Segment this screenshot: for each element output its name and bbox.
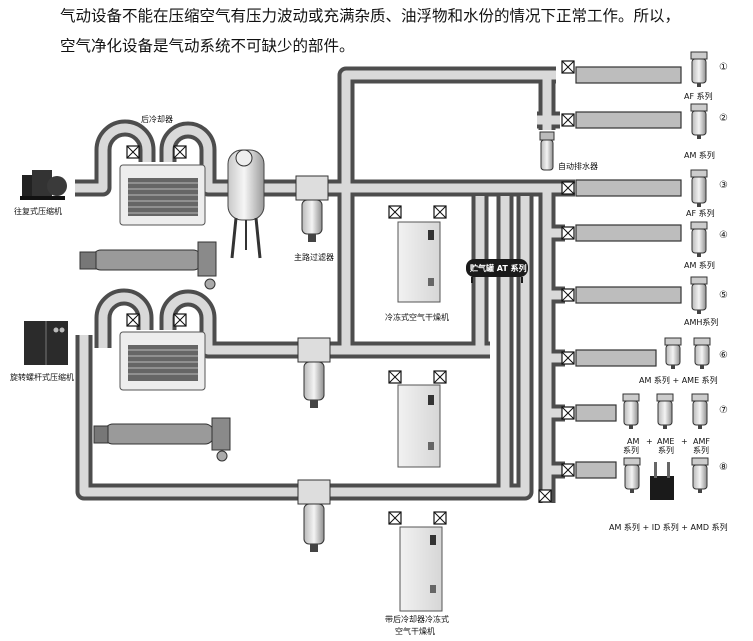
valve-icon — [561, 288, 575, 302]
refrigerated-dryer-1-icon — [397, 221, 441, 303]
outlet-7-am-sub: 系列 — [623, 445, 639, 455]
outlet-8-caption: AM 系列 + ID 系列 + AMD 系列 — [609, 522, 728, 532]
outlet-7-ame: AME — [657, 437, 674, 446]
refrigerated-dryer-aftercooler-icon — [399, 526, 443, 612]
auto-drain-icon — [539, 131, 555, 171]
outlet-pipes — [575, 66, 682, 479]
screw-compressor-label: 旋转螺杆式压缩机 — [10, 372, 74, 382]
outlet-7-am-filter-icon — [622, 393, 640, 429]
air-receiver-tank-icon — [227, 149, 265, 259]
reciprocating-compressor-icon — [20, 170, 67, 200]
outlet-7-caption: AM 系列 + AME 系列 + AMF 系列 — [623, 437, 710, 455]
outlet-5-number: ⑤ — [719, 290, 728, 301]
water-cooled-aftercooler-top-icon — [79, 241, 217, 290]
dryer-aftercooler-label-2: 空气干燥机 — [395, 626, 435, 636]
intro-line-1: 气动设备不能在压缩空气有压力波动或充满杂质、油浮物和水份的情况下正常工作。所以， — [60, 7, 681, 25]
auto-drain-label: 自动排水器 — [558, 161, 598, 171]
outlet-5-caption: AMH系列 — [684, 317, 718, 327]
outlet-7-plus-1: + — [646, 437, 653, 446]
valve-icon — [433, 205, 447, 219]
outlet-7-amf-filter-icon — [691, 393, 709, 429]
outlet-1-number: ① — [719, 62, 728, 73]
outlet-4-filter-icon — [690, 221, 708, 257]
outlet-8-amd-filter-icon — [691, 457, 709, 493]
outlet-7-number: ⑦ — [719, 405, 728, 416]
outlet-6-am-filter-icon — [664, 337, 682, 369]
outlet-8-am-filter-icon — [623, 457, 641, 493]
outlet-labels: ① AF 系列 ② AM 系列 ③ AF 系列 ④ AM 系列 ⑤ AMH系列 ⑥ AM 系列 + A… — [609, 62, 728, 532]
valve-icon — [561, 463, 575, 477]
outlet-5-filter-icon — [690, 276, 708, 314]
outlet-7-ame-filter-icon — [656, 393, 674, 429]
outlet-filters — [622, 51, 711, 500]
intro-line-2: 空气净化设备是气动系统不可缺少的部件。 — [60, 37, 355, 55]
outlet-8-number: ⑧ — [719, 462, 728, 473]
outlet-7-plus-2: + — [681, 437, 688, 446]
outlet-1-filter-icon — [690, 51, 708, 87]
outlet-6-caption: AM 系列 + AME 系列 — [639, 375, 718, 385]
outlet-7-amf: AMF — [693, 437, 710, 446]
outlet-6-number: ⑥ — [719, 350, 728, 361]
valve-icon — [561, 406, 575, 420]
valve-icon — [388, 205, 402, 219]
after-cooler-bottom-icon — [119, 331, 206, 391]
valve-icon — [433, 370, 447, 384]
outlet-4-number: ④ — [719, 230, 728, 241]
outlet-2-filter-icon — [690, 103, 708, 139]
valve-icon — [173, 313, 187, 327]
outlet-7-am: AM — [627, 437, 639, 446]
outlet-1-caption: AF 系列 — [684, 91, 713, 101]
valve-icon — [126, 145, 140, 159]
main-line-filter-label: 主路过滤器 — [294, 252, 334, 262]
main-line-filter-3-icon — [297, 479, 331, 552]
air-tank-label: 贮气罐 AT 系列 — [469, 263, 527, 273]
air-tank-at-series: 贮气罐 AT 系列 — [466, 259, 528, 283]
water-cooled-aftercooler-bottom-icon — [93, 417, 231, 462]
main-line-filter-1-icon — [295, 175, 329, 242]
valve-icon — [561, 113, 575, 127]
valve-icon — [433, 511, 447, 525]
refrigerated-dryer-2-icon — [397, 384, 441, 468]
valve-icon — [388, 511, 402, 525]
reciprocating-compressor-label: 往复式压缩机 — [14, 206, 62, 216]
outlet-2-number: ② — [719, 113, 728, 124]
outlet-7-ame-sub: 系列 — [658, 445, 674, 455]
valve-icon — [561, 351, 575, 365]
outlet-3-filter-icon — [690, 169, 708, 207]
outlet-7-amf-sub: 系列 — [693, 445, 709, 455]
valve-icon — [388, 370, 402, 384]
after-cooler-label: 后冷却器 — [141, 114, 173, 124]
pipe-highlight — [75, 70, 575, 503]
outlet-3-caption: AF 系列 — [686, 208, 715, 218]
refrigerated-dryer-label: 冷冻式空气干燥机 — [385, 312, 449, 322]
valve-icon — [561, 60, 575, 74]
valve-icon — [126, 313, 140, 327]
dryer-aftercooler-label-1: 带后冷却器冷冻式 — [385, 614, 449, 624]
outlet-2-caption: AM 系列 — [684, 150, 715, 160]
outlet-8-id-dryer-icon — [650, 462, 674, 500]
valve-icon — [538, 489, 552, 503]
outlet-3-number: ③ — [719, 180, 728, 191]
outlet-6-ame-filter-icon — [693, 337, 711, 369]
screw-compressor-icon — [24, 321, 68, 365]
valve-icon — [561, 181, 575, 195]
valve-icon — [561, 226, 575, 240]
after-cooler-top-icon — [119, 164, 206, 226]
valves — [126, 60, 575, 525]
outlet-4-caption: AM 系列 — [684, 260, 715, 270]
valve-icon — [173, 145, 187, 159]
main-line-filter-2-icon — [297, 337, 331, 408]
